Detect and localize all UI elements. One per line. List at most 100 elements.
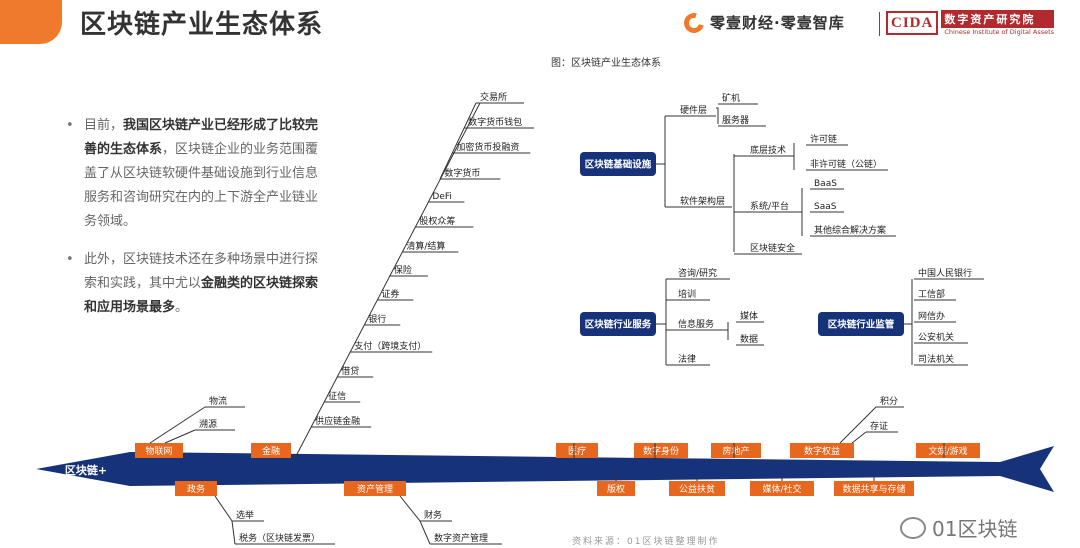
service-item-label: 信息服务 (678, 318, 714, 330)
regulator-item-label: 工信部 (918, 288, 945, 300)
leaf-label: 数据 (740, 333, 758, 345)
category-b2-box (597, 481, 635, 496)
leaf-label: 媒体 (740, 310, 758, 322)
leaf-label: 积分 (880, 395, 898, 407)
leaf-label: 数字资产管理 (434, 532, 488, 544)
category-0-label: 物联网 (145, 445, 172, 457)
infra-system-label: 系统/平台 (750, 200, 789, 212)
source-note: 资料来源：01区块链整理制作 (572, 537, 720, 547)
leaf-label: SaaS (814, 202, 837, 212)
category-b2-label: 版权 (607, 483, 625, 495)
bullet-item: 此外，区块链技术还在多种场景中进行探索和实践，其中尤以金融类的区块链探索和应用场… (66, 248, 328, 320)
page-title: 区块链产业生态体系 (80, 10, 324, 40)
category-0-box (135, 443, 183, 458)
finance-item-label: 支付（跨境支付） (354, 340, 426, 352)
category-b4-label: 媒体/社交 (762, 483, 801, 495)
finance-item-label: 征信 (328, 390, 346, 402)
category-b1-label: 资产管理 (357, 483, 393, 495)
title-accent-tab (0, 0, 62, 44)
category-b5-box (834, 481, 914, 496)
digital-currency-item-label: 数字货币钱包 (468, 116, 522, 128)
regulator-item-label: 中国人民银行 (918, 267, 972, 279)
regulator-item-label: 公安机关 (918, 331, 954, 343)
leaf-label: 税务（区块链发票） (239, 532, 320, 544)
figure-caption: 图：区块链产业生态体系 (551, 58, 661, 69)
infra-root-label: 区块链基础设施 (585, 159, 652, 171)
finance-item-label: DeFi (432, 192, 452, 202)
wechat-watermark: 01区块链 (900, 513, 1017, 542)
leaf-label: BaaS (814, 179, 837, 189)
category-b5-label: 数据共享与存储 (842, 483, 905, 495)
services-root-box (580, 312, 656, 336)
category-4-box (711, 443, 761, 458)
leaf-label: 物流 (209, 395, 227, 407)
category-b0-label: 政务 (187, 483, 205, 495)
cida-logo-mark: CIDA (886, 11, 939, 35)
finance-item-label: 证券 (381, 288, 399, 300)
lingyi-logo-text: 零壹财经·零壹智库 (710, 14, 845, 32)
category-2-box (556, 443, 598, 458)
digital-currency-item-label: 交易所 (480, 91, 507, 103)
finance-item-label: 数字货币 (444, 167, 480, 179)
regulator-item-label: 网信办 (918, 310, 945, 322)
category-3-box (634, 443, 688, 458)
leaf-label: 矿机 (722, 92, 740, 104)
finance-item-label: 清算/结算 (406, 240, 445, 252)
leaf-label: 存证 (870, 420, 888, 432)
bone-finance (294, 102, 481, 459)
category-b3-label: 公益扶贫 (679, 483, 715, 495)
category-1-box (251, 443, 291, 458)
category-b3-box (669, 481, 725, 496)
finance-item-label: 供应链金融 (315, 415, 360, 427)
leaf-label: 溯源 (199, 418, 217, 430)
infra-software-label: 软件架构层 (680, 195, 725, 207)
category-5-box (790, 443, 854, 458)
infra-hardware-label: 硬件层 (680, 104, 707, 116)
finance-item-label: 保险 (394, 264, 412, 276)
cida-logo-en: Chinese Institute of Digital Assets (944, 28, 1055, 36)
leaf-label: 非许可链（公链） (810, 158, 882, 170)
category-1-label: 金融 (262, 445, 280, 457)
cida-logo-cn: 数字资产研究院 (941, 10, 1055, 28)
finance-item-label: 借贷 (341, 365, 359, 377)
infra-base-label: 底层技术 (750, 144, 786, 156)
category-6-box (916, 443, 980, 458)
leaf-label: 服务器 (722, 114, 749, 126)
leaf-label: 选举 (236, 509, 254, 521)
infra-hw-trunk (716, 107, 719, 124)
category-5-label: 数字权益 (804, 445, 840, 457)
bone-iot-2 (164, 429, 196, 444)
category-b1-box (344, 481, 406, 496)
bullet-list: 目前，我国区块链产业已经形成了比较完善的生态体系，区块链企业的业务范围覆盖了从区… (66, 114, 328, 334)
bone-digital-currency (439, 102, 477, 180)
regulation-root-box (818, 312, 904, 336)
category-6-label: 文娱/游戏 (928, 445, 967, 457)
leaf-label: 许可链 (810, 133, 837, 145)
bone-digital-rights-2 (851, 431, 867, 444)
leaf-label: 财务 (424, 509, 442, 521)
regulation-root-label: 区块链行业监管 (828, 319, 895, 331)
category-2-label: 医疗 (568, 445, 586, 457)
service-item-label: 咨询/研究 (678, 267, 717, 279)
regulator-item-label: 司法机关 (918, 353, 954, 365)
service-item-label: 法律 (678, 353, 696, 365)
finance-item-label: 银行 (368, 313, 386, 325)
logo-divider (879, 12, 880, 36)
finance-item-label: 股权众筹 (419, 215, 455, 227)
services-root-label: 区块链行业服务 (585, 319, 652, 331)
bone-digital-rights (839, 406, 877, 444)
service-item-label: 培训 (678, 288, 696, 300)
bullet-item: 目前，我国区块链产业已经形成了比较完善的生态体系，区块链企业的业务范围覆盖了从区… (66, 114, 328, 234)
fishbone-head-label: 区块链+ (65, 463, 107, 477)
wechat-icon (900, 516, 926, 539)
bone-government (214, 495, 236, 545)
infra-root-box (580, 152, 656, 176)
digital-currency-item-label: 加密货币投融资 (456, 141, 519, 153)
category-4-label: 房地产 (722, 445, 749, 457)
leaf-label: 其他综合解决方案 (814, 224, 886, 236)
partner-logo-cida: CIDA 数字资产研究院 Chinese Institute of Digita… (886, 10, 1055, 36)
category-3-label: 数字身份 (643, 445, 679, 457)
category-b4-box (750, 481, 814, 496)
bone-iot (149, 406, 206, 444)
